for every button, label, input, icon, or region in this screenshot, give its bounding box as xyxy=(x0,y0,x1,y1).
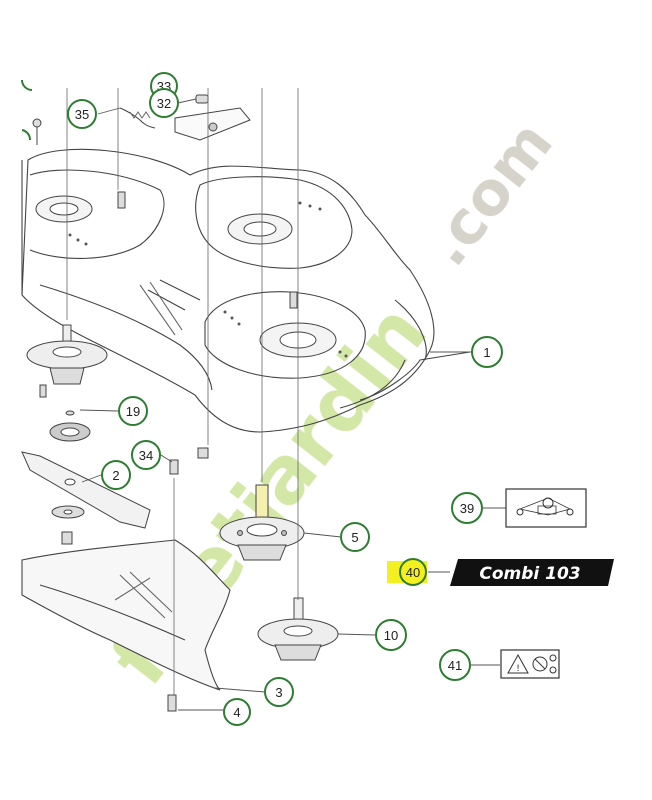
svg-text:!: ! xyxy=(516,664,520,674)
leader-lines xyxy=(79,98,506,711)
callout-19: 19 xyxy=(118,396,148,426)
svg-text:10: 10 xyxy=(384,628,398,643)
svg-text:4: 4 xyxy=(233,705,240,720)
reference-lines xyxy=(66,88,299,695)
svg-text:1: 1 xyxy=(483,345,490,360)
top-bracket-assembly xyxy=(32,94,298,309)
svg-text:32: 32 xyxy=(157,96,171,111)
callout-3: 3 xyxy=(264,677,294,707)
belt-routing-decal xyxy=(505,488,587,528)
blade xyxy=(21,451,151,545)
svg-text:40: 40 xyxy=(406,565,420,580)
bolts xyxy=(167,447,209,712)
bearing xyxy=(49,410,91,442)
callout-40: 40 xyxy=(387,558,427,586)
deck-housing xyxy=(21,148,471,433)
callout-2: 2 xyxy=(101,460,131,490)
svg-text:5: 5 xyxy=(351,530,358,545)
callout-39: 39 xyxy=(451,492,483,524)
svg-text:3: 3 xyxy=(275,685,282,700)
callout-32: 32 xyxy=(149,88,179,118)
callout-35: 35 xyxy=(67,99,97,129)
svg-text:19: 19 xyxy=(126,404,140,419)
svg-text:35: 35 xyxy=(75,107,89,122)
lower-deck-plate xyxy=(21,539,231,691)
svg-text:39: 39 xyxy=(460,501,474,516)
svg-text:.com: .com xyxy=(412,108,567,279)
deck-spindle-holes xyxy=(35,195,337,358)
edge-markers xyxy=(21,79,33,141)
callout-5: 5 xyxy=(340,522,370,552)
svg-text:Combi 103: Combi 103 xyxy=(479,564,580,584)
callout-34: 34 xyxy=(131,440,161,470)
svg-text:41: 41 xyxy=(448,658,462,673)
callout-4: 4 xyxy=(223,698,251,726)
lower-spindle xyxy=(257,597,339,661)
left-spindle xyxy=(26,324,108,398)
callout-10: 10 xyxy=(375,619,407,651)
callout-41: 41 xyxy=(439,649,471,681)
svg-text:2: 2 xyxy=(112,468,119,483)
deck-rivets xyxy=(68,201,348,358)
combi-103-decal: Combi 103 xyxy=(450,559,614,586)
center-spindle xyxy=(219,484,305,561)
svg-text:34: 34 xyxy=(139,448,153,463)
callout-1: 1 xyxy=(471,336,503,368)
safety-warning-decal: ! xyxy=(500,649,560,679)
